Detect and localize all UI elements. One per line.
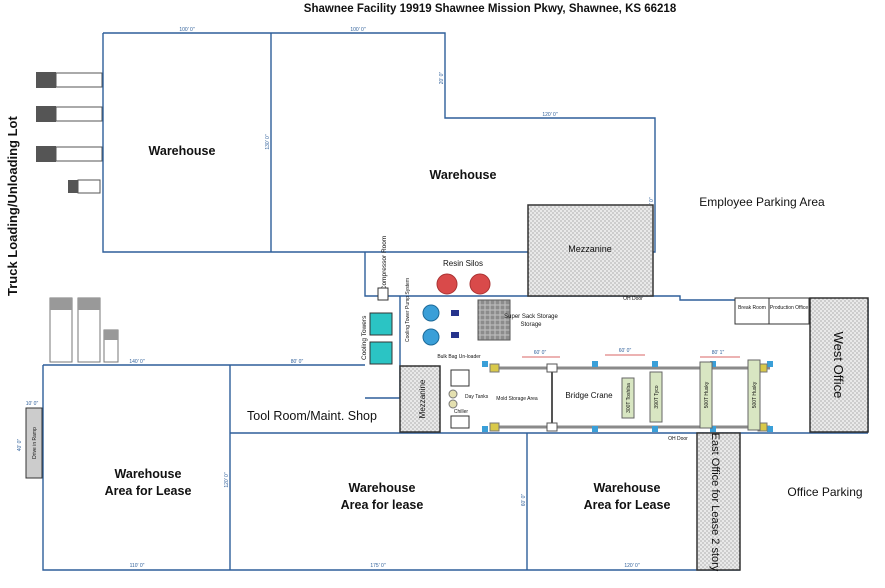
tanker-icons	[49, 297, 119, 363]
dim-label: 120' 0"	[624, 563, 639, 569]
press-label: 500T Husky	[704, 381, 710, 408]
mezzanine-north-label: Mezzanine	[568, 244, 612, 254]
press	[699, 361, 713, 429]
west-office	[809, 297, 869, 433]
mezzanine-west-label: Mezzanine	[418, 379, 427, 418]
east-office-label: East Office for Lease 2 story	[709, 433, 721, 572]
oh-door-label-2: OH Door	[668, 436, 688, 442]
mezzanine-west	[399, 365, 441, 433]
truck-icon	[36, 72, 103, 88]
ramp-label: Drive in Ramp	[32, 427, 38, 459]
dim-label: 60' 0"	[521, 494, 527, 507]
dim-label: 80' 1"	[712, 350, 725, 356]
dim-label: 110' 0"	[130, 563, 145, 569]
press	[747, 359, 761, 431]
production-office	[768, 297, 810, 325]
silo-icon	[436, 273, 458, 295]
bulk-bag-icon	[450, 369, 470, 387]
dim-label: 100' 0"	[179, 27, 194, 33]
lease-east-line1: Warehouse	[594, 481, 661, 495]
dim-label: 120' 0"	[224, 472, 230, 487]
pump-icon	[451, 332, 459, 338]
air-compressor-label: Air Compressor Room	[381, 236, 388, 300]
day-tanks-label: Day Tanks	[465, 394, 489, 400]
truck-icon	[36, 146, 103, 162]
silo-icon	[469, 273, 491, 295]
dim-label: 60' 0"	[534, 350, 547, 356]
truck-lot-label: Truck Loading/Unloading Lot	[5, 116, 20, 296]
press	[649, 371, 663, 423]
compressor-icon	[377, 287, 389, 301]
dim-label: 60' 0"	[619, 348, 632, 354]
production-office-label: Production Office	[770, 305, 808, 311]
press-label: 390T Tyco	[654, 385, 660, 408]
dim-label: 120' 0"	[542, 112, 557, 118]
lease-east-line2: Area for Lease	[584, 498, 671, 512]
presses: 300T Toshiba 390T Tyco 500T Husky 500T H…	[621, 359, 761, 431]
dim-label: 100' 0"	[350, 27, 365, 33]
pump-icon	[451, 310, 459, 316]
cooling-towers-label: Cooling Towers	[361, 315, 368, 360]
break-room-label: Break Room	[738, 305, 766, 311]
tank-icon	[422, 304, 440, 322]
cooling-tower-icon	[369, 341, 393, 365]
press	[621, 377, 635, 419]
super-sack-label: Super Sack Storage	[504, 314, 558, 320]
lease-mid-line2: Area for lease	[341, 498, 424, 512]
bridge-crane-label: Bridge Crane	[565, 391, 613, 400]
page-title: Shawnee Facility 19919 Shawnee Mission P…	[304, 3, 677, 15]
bulk-bag-label: Bulk Bag Un-loader	[437, 354, 481, 360]
mezzanine-north	[527, 204, 654, 297]
dim-label: 20' 0"	[439, 72, 445, 85]
bridge-crane	[490, 363, 770, 432]
press-label: 300T Toshiba	[626, 383, 632, 413]
lease-west-line1: Warehouse	[115, 467, 182, 481]
lease-mid-line1: Warehouse	[349, 481, 416, 495]
room-warehouse-nw: Warehouse	[149, 144, 216, 158]
employee-parking-label: Employee Parking Area	[699, 195, 825, 209]
cooling-pump-label: Cooling Tower Pump System	[405, 278, 411, 342]
dim-label: 40' 0"	[17, 439, 23, 452]
resin-silos-label: Resin Silos	[443, 259, 483, 268]
drive-in-ramp	[25, 407, 43, 479]
office-parking-label: Office Parking	[787, 485, 862, 499]
room-warehouse-n: Warehouse	[430, 168, 497, 182]
day-tank-icon	[448, 389, 458, 399]
cooling-tower-icon	[369, 312, 393, 336]
dim-label: 80' 0"	[291, 359, 304, 365]
super-sack-label-2: Storage	[520, 322, 542, 328]
tank-icon	[422, 328, 440, 346]
press-label: 500T Husky	[752, 381, 758, 408]
chiller-icon	[450, 415, 470, 429]
truck-icons	[36, 72, 103, 194]
dim-label: 10' 0"	[26, 401, 39, 407]
dim-label: 175' 0"	[370, 563, 385, 569]
truck-icon	[36, 106, 103, 122]
tool-room-label: Tool Room/Maint. Shop	[247, 409, 377, 423]
east-office	[696, 432, 741, 571]
truck-icon	[68, 179, 101, 194]
break-room	[734, 297, 770, 325]
column-markers	[482, 361, 773, 432]
dim-label: 140' 0"	[129, 359, 144, 365]
chiller-label: Chiller	[454, 409, 469, 415]
west-office-label: West Office	[831, 332, 846, 399]
mold-storage-label: Mold Storage Area	[496, 396, 538, 402]
day-tank-icon	[448, 399, 458, 409]
oh-door-label: OH Door	[623, 296, 643, 302]
dim-label: 130' 0"	[265, 134, 271, 149]
lease-west-line2: Area for Lease	[105, 484, 192, 498]
super-sack-grid	[477, 299, 511, 341]
